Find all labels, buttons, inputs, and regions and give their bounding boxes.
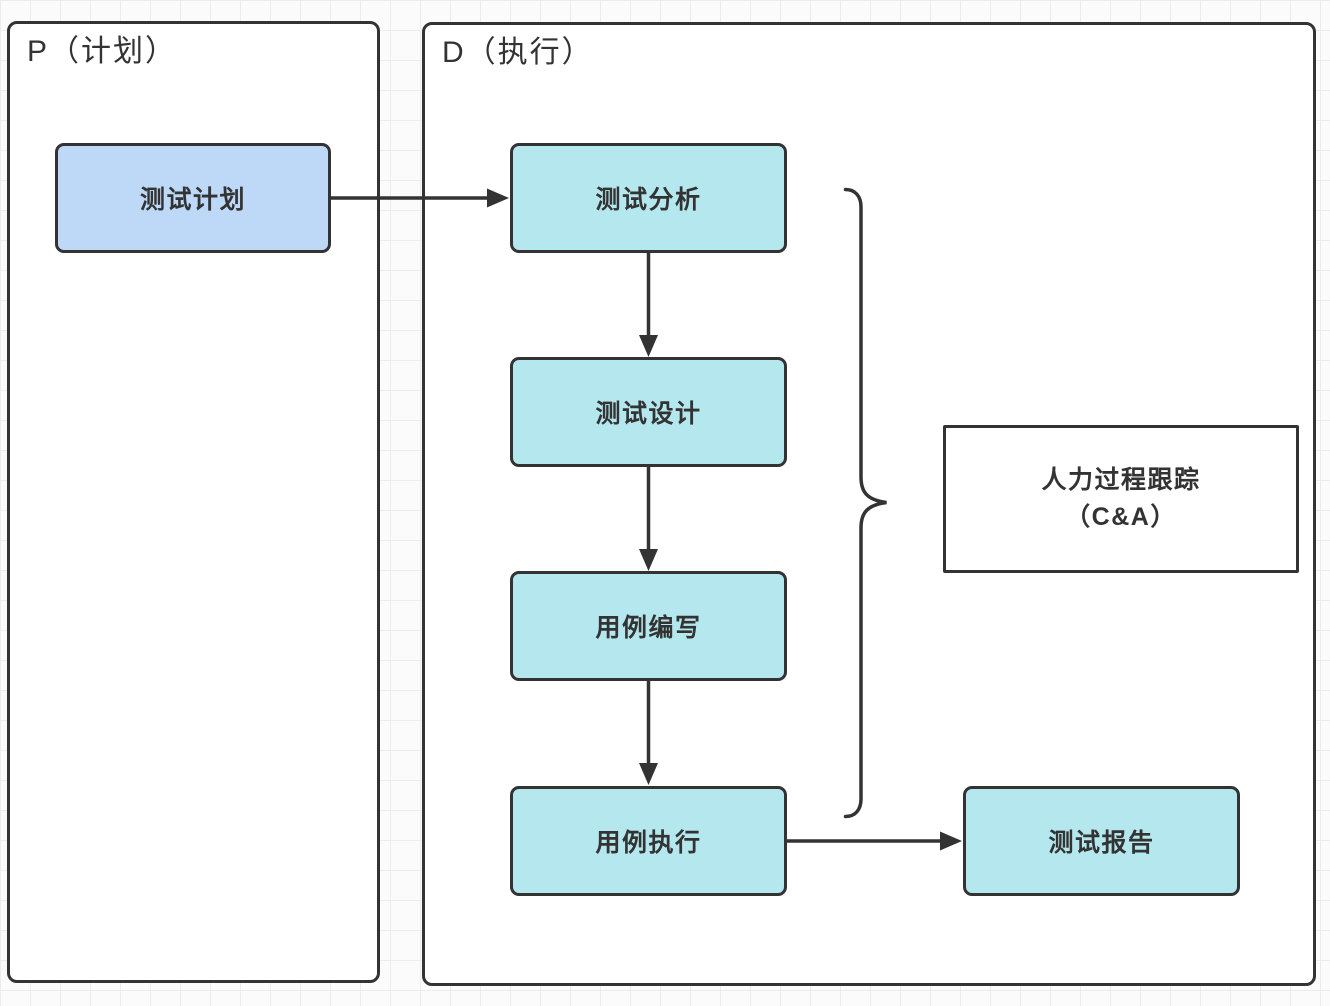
node-test-design-label: 测试设计 — [595, 400, 702, 428]
node-test-report-label: 测试报告 — [1048, 829, 1155, 857]
node-test-plan: 测试计划 — [55, 143, 331, 253]
node-process-tracking-line1: 人力过程跟踪 — [1041, 466, 1201, 494]
frame-plan-title: P（计划） — [27, 35, 178, 68]
node-test-analysis-label: 测试分析 — [595, 186, 702, 214]
node-process-tracking: 人力过程跟踪 （C&A） — [943, 425, 1299, 573]
node-process-tracking-line2: （C&A） — [1065, 503, 1177, 531]
node-test-plan-label: 测试计划 — [139, 186, 246, 214]
node-test-design: 测试设计 — [510, 357, 787, 467]
node-case-writing: 用例编写 — [510, 571, 787, 681]
node-case-writing-label: 用例编写 — [595, 614, 702, 642]
frame-do-title: D（执行） — [442, 36, 594, 69]
node-test-analysis: 测试分析 — [510, 143, 787, 253]
node-case-execution-label: 用例执行 — [595, 829, 702, 857]
node-test-report: 测试报告 — [963, 786, 1240, 896]
node-case-execution: 用例执行 — [510, 786, 787, 896]
